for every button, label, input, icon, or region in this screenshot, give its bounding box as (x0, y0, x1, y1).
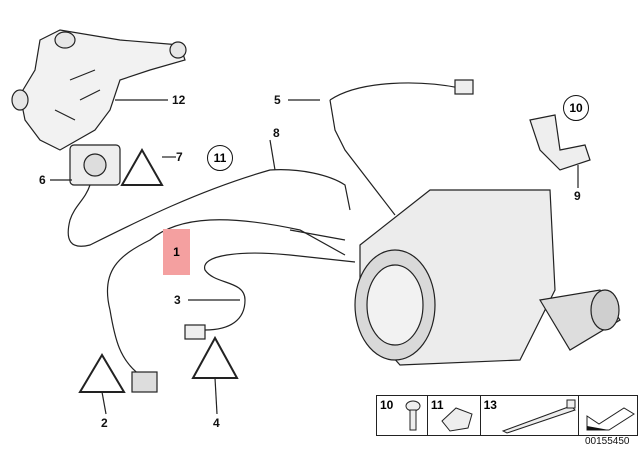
bracket-part-12 (11, 29, 187, 151)
warning-triangle-7 (120, 147, 164, 186)
bracket-part-9 (529, 114, 591, 171)
part-label-5: 5 (274, 93, 281, 107)
part-label-10: 10 (563, 95, 589, 121)
screw-icon (405, 400, 421, 431)
particulate-filter (354, 189, 621, 366)
legend-cell-clip: 11 (428, 396, 481, 435)
direction-arrow-icon (586, 407, 636, 431)
catalog-number: 00155450 (585, 436, 630, 447)
part-label-4: 4 (213, 416, 220, 430)
legend-cell-arrow (579, 396, 637, 435)
legend-number: 10 (380, 398, 394, 412)
part-label-1-highlighted: 1 (163, 229, 190, 275)
warning-triangle-4 (191, 335, 239, 379)
part-label-3: 3 (174, 293, 181, 307)
legend-cell-cable-tie: 13 (481, 396, 580, 435)
part-label-11: 11 (207, 145, 233, 171)
part-label-2: 2 (101, 416, 108, 430)
legend-number: 11 (430, 398, 444, 412)
legend-number: 13 (483, 398, 497, 412)
part-label-12: 12 (172, 93, 186, 107)
warning-triangle-2 (78, 353, 126, 393)
part-label-8: 8 (273, 126, 280, 140)
cable-tie-icon (501, 399, 576, 434)
part-label-7: 7 (176, 150, 183, 164)
clip-icon (441, 407, 473, 432)
part-label-6: 6 (39, 173, 46, 187)
part-label-9: 9 (574, 189, 581, 203)
sensor-part-6 (67, 144, 351, 247)
small-parts-legend: 10 11 13 (376, 395, 638, 436)
legend-cell-screw: 10 (377, 396, 428, 435)
